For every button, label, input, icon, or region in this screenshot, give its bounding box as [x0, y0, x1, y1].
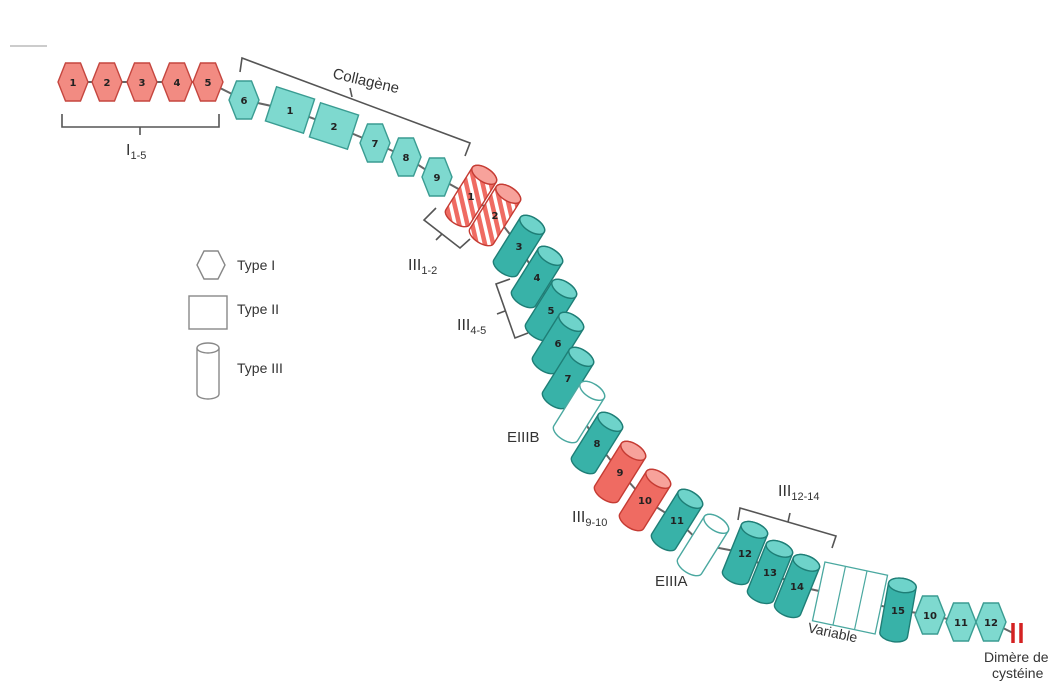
module-number: 3 — [516, 242, 523, 253]
module-number: 9 — [434, 173, 441, 184]
type1-module-5: 5 — [192, 62, 224, 102]
module-number: 2 — [104, 78, 111, 89]
type1-module-2: 2 — [91, 62, 123, 102]
i-1-5-label: I1-5 — [126, 142, 146, 162]
legend-type2-label: Type II — [237, 301, 279, 317]
module-number: 12 — [984, 618, 998, 629]
legend-type1-label: Type I — [237, 257, 275, 273]
type2-module-7: 1 — [264, 85, 316, 135]
module-number: 1 — [468, 192, 475, 203]
type1-module-6: 6 — [228, 80, 260, 120]
type3-module-18: 7 — [541, 346, 595, 410]
type3-module-22: 10 — [618, 468, 672, 532]
module-number: 11 — [670, 516, 684, 527]
type3-module-14: 3 — [492, 214, 546, 278]
module-number: 4 — [534, 273, 541, 284]
cysteine-dimer-icon — [1011, 623, 1023, 643]
type2-module-8: 2 — [308, 101, 360, 151]
type1-module-10: 8 — [390, 137, 422, 177]
type3-module-25: 12 — [721, 520, 769, 586]
type3-module-21: 9 — [593, 440, 647, 504]
iii-1-2-label: III1-2 — [408, 257, 437, 277]
module-number: 3 — [139, 78, 146, 89]
dimer-label-line2: cystéine — [992, 665, 1044, 681]
module-number: 14 — [790, 582, 804, 593]
module-number: 5 — [548, 306, 555, 317]
module-number: 8 — [403, 153, 410, 164]
type3-module-13: 2 — [468, 183, 522, 247]
module-number: 5 — [205, 78, 212, 89]
type3-module-27: 14 — [773, 553, 821, 619]
module-number: 6 — [555, 339, 562, 350]
module-number: 8 — [594, 439, 601, 450]
type3-module-26: 13 — [746, 539, 794, 605]
type3-module-29: 15 — [879, 577, 917, 643]
module-number: 10 — [638, 496, 652, 507]
bracket-collagen — [239, 56, 472, 157]
module-number: 1 — [70, 78, 77, 89]
type3-module-16: 5 — [524, 278, 578, 342]
legend-hexagon-icon — [196, 250, 226, 280]
module-number: 7 — [372, 139, 379, 150]
module-number: 2 — [492, 211, 499, 222]
module-number: 4 — [174, 78, 181, 89]
legend-type3-label: Type III — [237, 360, 283, 376]
dimer-label-line1: Dimère de — [984, 649, 1049, 665]
bracket-iii-4-5 — [494, 278, 529, 340]
type1-module-3: 3 — [126, 62, 158, 102]
legend-cylinder-icon — [196, 342, 220, 400]
module-number: 10 — [923, 611, 937, 622]
brackets — [61, 56, 838, 549]
eiiia-label: EIIIA — [655, 573, 688, 590]
type3-module-12: 1 — [444, 164, 498, 228]
module-number: 7 — [565, 374, 572, 385]
variable-region-28 — [811, 561, 889, 635]
type1-module-9: 7 — [359, 123, 391, 163]
type3-module-23: 11 — [650, 488, 704, 552]
bracket-i-1-5 — [61, 114, 220, 128]
module-number: 1 — [287, 106, 294, 117]
legend: Type I Type II Type III — [188, 250, 283, 400]
type3-module-15: 4 — [510, 245, 564, 309]
type1-module-4: 4 — [161, 62, 193, 102]
type1-module-31: 11 — [945, 602, 977, 642]
iii-9-10-label: III9-10 — [572, 509, 607, 529]
type1-module-30: 10 — [914, 595, 946, 635]
iii-12-14-label: III12-14 — [778, 483, 819, 503]
collagen-label: Collagène — [331, 65, 401, 97]
iii-4-5-label: III4-5 — [457, 317, 486, 337]
type3-module-17: 6 — [531, 311, 585, 375]
eiiib-label: EIIIB — [507, 429, 540, 446]
module-number: 13 — [763, 568, 777, 579]
module-number: 12 — [738, 549, 752, 560]
type3-module-24 — [676, 513, 730, 577]
module-number: 9 — [617, 468, 624, 479]
type1-module-1: 1 — [57, 62, 89, 102]
legend-square-icon — [188, 295, 228, 330]
module-number: 6 — [241, 96, 248, 107]
type3-module-20: 8 — [570, 411, 624, 475]
module-number: 15 — [891, 606, 905, 617]
type1-module-11: 9 — [421, 157, 453, 197]
module-number: 11 — [954, 618, 968, 629]
type3-module-19 — [552, 380, 606, 444]
module-number: 2 — [331, 122, 338, 133]
type1-module-32: 12 — [975, 602, 1007, 642]
